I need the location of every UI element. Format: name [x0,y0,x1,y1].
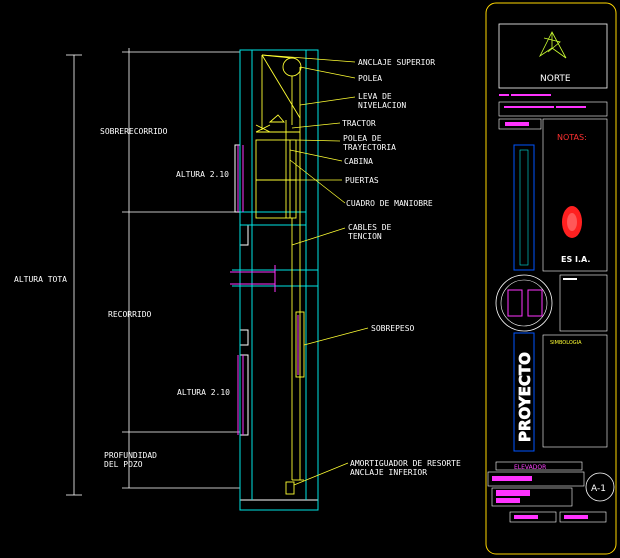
north-label: NORTE [540,74,571,84]
overrun-label: SOBRERECORRIDO [100,127,168,136]
callout-control-panel: CUADRO DE MANIOBRE [346,199,433,208]
institution-seal-icon [562,206,582,238]
callout-top-anchor: ANCLAJE SUPERIOR [358,58,435,67]
callout-tension-cables-1: CABLES DE [348,223,392,232]
door-height-top-label: ALTURA 2.10 [176,170,229,179]
callout-leveling-cam-1: LEVA DE [358,92,392,101]
notes-title: NOTAS: [557,133,587,142]
elevator-mechanism [255,54,305,495]
pit-depth-label-2: DEL POZO [104,460,143,469]
subject-label: ELEVADOR [514,464,546,471]
dimension-lines [66,48,240,496]
title-block: NORTE NOTAS: ES I.A. PROYECTO [485,2,617,555]
callout-cabin: CABINA [344,157,373,166]
cabin [255,139,297,219]
callout-pulley: POLEA [358,74,382,83]
leader-lines [260,54,369,486]
shaft-outline [232,49,319,511]
callout-path-pulley-1: POLEA DE [343,134,382,143]
pulley-icon [282,57,302,77]
pit-depth-label-1: PROFUNDIDAD [104,451,157,460]
callout-tractor: TRACTOR [342,119,376,128]
buffer [285,481,295,495]
callout-tension-cables-2: TENCION [348,232,382,241]
callout-buffer: AMORTIGUADOR DE RESORTE [350,459,461,468]
callout-counterweight: SOBREPESO [371,324,415,333]
callout-leveling-cam-2: NIVELACION [358,101,406,110]
sheet-number: A-1 [591,484,606,494]
callout-path-pulley-2: TRAYECTORIA [343,143,396,152]
north-arrow-icon [538,31,567,59]
callout-bottom-anchor: ANCLAJE INFERIOR [350,468,427,477]
project-label: PROYECTO [516,352,534,442]
symbology-label: SIMBOLOGIA [550,340,582,346]
school-label: ES I.A. [561,255,590,264]
travel-label: RECORRIDO [108,310,152,319]
callout-doors: PUERTAS [345,176,379,185]
total-height-label: ALTURA TOTA [14,275,67,284]
door-height-bottom-label: ALTURA 2.10 [177,388,230,397]
counterweight [295,311,305,378]
